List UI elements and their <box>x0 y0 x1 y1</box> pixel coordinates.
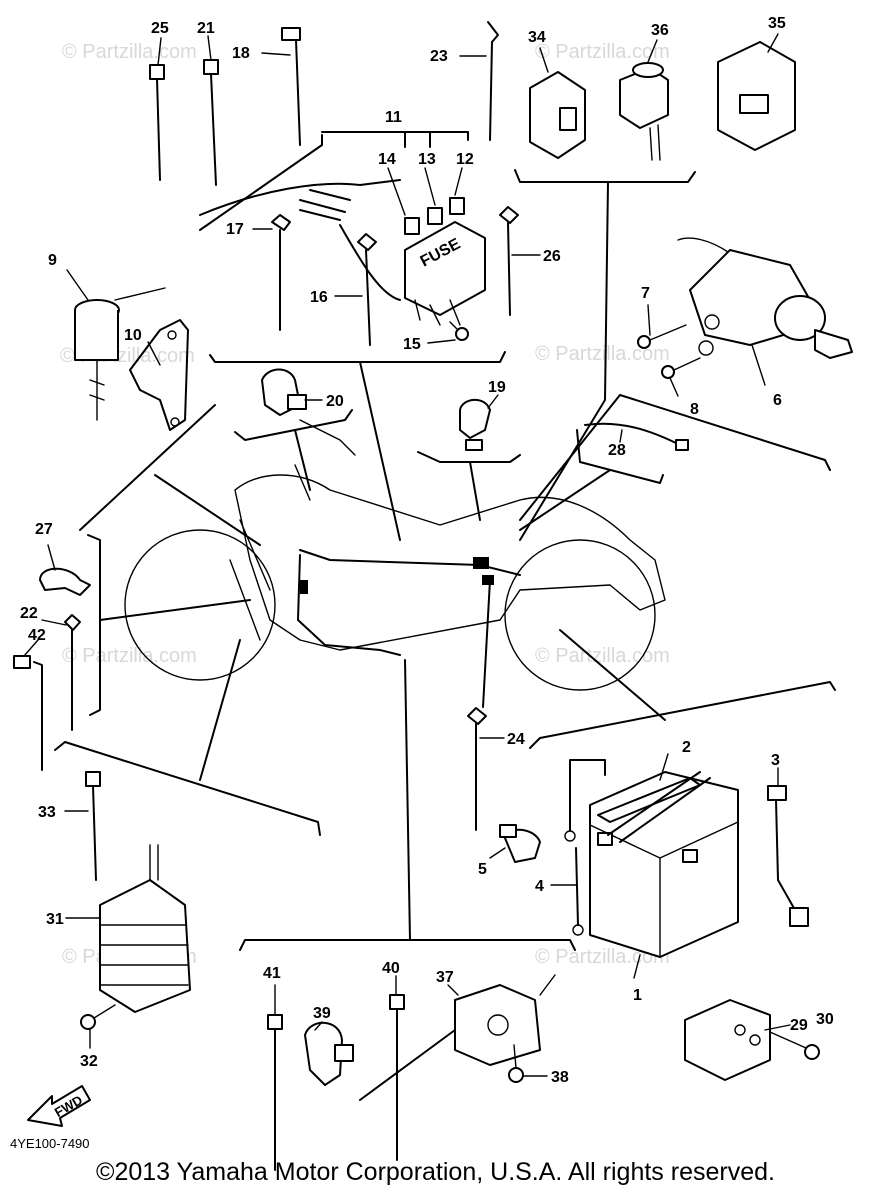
callout-11: 11 <box>385 109 402 126</box>
starter-relay-29 <box>684 999 771 1081</box>
callout-numbers: 1 2 3 4 5 6 7 8 9 10 11 12 13 14 15 16 1… <box>20 15 834 1086</box>
relay-36 <box>619 62 669 161</box>
callout-6: 6 <box>773 392 782 409</box>
callout-34: 34 <box>528 29 546 46</box>
clamp-5 <box>499 824 541 863</box>
callout-13: 13 <box>418 151 436 168</box>
callout-15: 15 <box>403 336 421 353</box>
callout-35: 35 <box>768 15 786 32</box>
band-18 <box>281 27 301 146</box>
callout-27: 27 <box>35 521 53 538</box>
harness-top <box>199 179 401 301</box>
callout-8: 8 <box>690 401 699 418</box>
cable-tie-17 <box>271 214 291 331</box>
leader-lines <box>23 33 791 1077</box>
band-28 <box>584 422 689 451</box>
battery-1 <box>589 771 739 958</box>
watermark: © Partzilla.com <box>535 41 670 63</box>
cable-tie-16 <box>357 233 377 346</box>
clamp-23 <box>487 21 499 141</box>
callout-4: 4 <box>535 878 544 895</box>
band-42 <box>13 655 43 771</box>
callout-1: 1 <box>633 987 642 1004</box>
bolt-8 <box>661 357 701 379</box>
callout-26: 26 <box>543 248 561 265</box>
callout-18: 18 <box>232 45 250 62</box>
callout-9: 9 <box>48 252 57 269</box>
battery-band-2 <box>607 771 711 843</box>
screw-15 <box>449 321 469 341</box>
cable-tie-21 <box>203 59 219 186</box>
callout-2: 2 <box>682 739 691 756</box>
parts: FUSE <box>13 21 853 1171</box>
battery-cable-3 <box>767 785 809 927</box>
callout-20: 20 <box>326 393 344 410</box>
callout-38: 38 <box>551 1069 569 1086</box>
copyright-notice: ©2013 Yamaha Motor Corporation, U.S.A. A… <box>96 1158 775 1186</box>
cable-tie-25 <box>149 64 165 181</box>
clip-27 <box>39 567 91 596</box>
group-brackets <box>54 131 836 951</box>
fuse-box: FUSE <box>404 221 486 326</box>
callout-33: 33 <box>38 804 56 821</box>
cable-tie-24 <box>467 707 487 831</box>
clamp-39 <box>304 1021 354 1086</box>
bolt-7 <box>637 324 687 349</box>
bolt-30 <box>769 1031 820 1060</box>
callout-3: 3 <box>771 752 780 769</box>
bolt-38 <box>508 1044 524 1083</box>
callout-30: 30 <box>816 1011 834 1028</box>
callout-28: 28 <box>608 442 626 459</box>
cable-tie-26 <box>499 206 519 316</box>
callout-41: 41 <box>263 965 281 982</box>
drawing-code: 4YE100-7490 <box>10 1136 90 1151</box>
main-switch-6 <box>677 237 853 359</box>
bracket-10 <box>129 319 189 431</box>
relay-34 <box>529 71 586 159</box>
callout-5: 5 <box>478 861 487 878</box>
fuses-12-14 <box>404 197 465 235</box>
callout-31: 31 <box>46 911 64 928</box>
callout-39: 39 <box>313 1005 331 1022</box>
sensor-37 <box>359 974 556 1101</box>
callout-19: 19 <box>488 379 506 396</box>
clamp-19 <box>459 398 491 451</box>
callout-24: 24 <box>507 731 525 748</box>
callout-14: 14 <box>378 151 396 168</box>
bolt-32 <box>80 1004 116 1030</box>
band-41 <box>267 1014 283 1171</box>
callout-22: 22 <box>20 605 38 622</box>
cable-tie-22 <box>64 614 81 731</box>
callout-7: 7 <box>641 285 650 302</box>
callout-21: 21 <box>197 20 215 37</box>
clamp-20 <box>261 368 307 416</box>
callout-16: 16 <box>310 289 328 306</box>
relay-35 <box>717 41 796 151</box>
callout-17: 17 <box>226 221 244 238</box>
rectifier-31 <box>99 844 191 1013</box>
callout-10: 10 <box>124 327 142 344</box>
watermark: © Partzilla.com <box>62 645 197 667</box>
callout-29: 29 <box>790 1017 808 1034</box>
callout-37: 37 <box>436 969 454 986</box>
fwd-arrow: FWD <box>27 1085 91 1127</box>
band-33 <box>85 771 101 881</box>
watermark: © Partzilla.com <box>535 343 670 365</box>
callout-12: 12 <box>456 151 474 168</box>
watermark: © Partzilla.com <box>535 645 670 667</box>
motorcycle-outline <box>124 419 666 691</box>
callout-42: 42 <box>28 627 46 644</box>
callout-25: 25 <box>151 20 169 37</box>
callout-32: 32 <box>80 1053 98 1070</box>
callout-40: 40 <box>382 960 400 977</box>
callout-36: 36 <box>651 22 669 39</box>
watermark: © Partzilla.com <box>535 946 670 968</box>
callout-23: 23 <box>430 48 448 65</box>
battery-cable-4 <box>564 759 606 936</box>
switch-9 <box>74 287 166 421</box>
band-40 <box>389 994 405 1161</box>
watermark: © Partzilla.com <box>62 41 197 63</box>
